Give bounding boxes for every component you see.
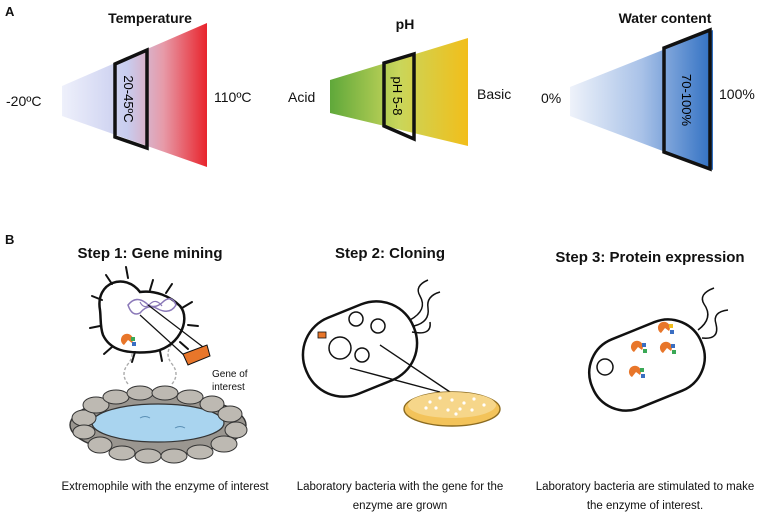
water-gradient — [570, 30, 713, 170]
temperature-range-box — [113, 47, 149, 151]
temperature-gradient — [62, 23, 207, 167]
petri-dish — [403, 391, 501, 427]
ph-acid-label: Acid — [288, 89, 316, 105]
lab-bacteria-expressing — [588, 287, 729, 412]
lab-bacteria-large — [301, 279, 451, 398]
water-range-box — [662, 27, 712, 172]
ph-range-box — [382, 51, 416, 142]
temperature-min-label: -20ºC — [6, 93, 42, 109]
step-2-title: Step 2: Cloning — [335, 245, 445, 262]
step-1-title: Step 1: Gene mining — [77, 245, 223, 262]
gene-of-interest-label: Gene of interest — [212, 369, 248, 393]
water-range-label: 70-100% — [679, 74, 694, 126]
ph-basic-label: Basic — [477, 86, 512, 102]
panel-b-label: B — [5, 232, 15, 247]
temperature-title: Temperature — [108, 10, 192, 26]
temperature-max-label: 110ºC — [214, 89, 252, 105]
step-3-title: Step 3: Protein expression — [555, 249, 745, 266]
step-1-caption: Extremophile with the enzyme of interest — [61, 481, 269, 493]
step-2-caption: Laboratory bacteria with the gene for th… — [296, 481, 504, 512]
panel-a-label: A — [5, 4, 15, 19]
water-content-title: Water content — [618, 10, 712, 26]
step-3-caption: Laboratory bacteria are stimulated to ma… — [535, 481, 755, 512]
ph-range-label: pH 5-8 — [390, 76, 405, 115]
water-max-label: 100% — [719, 86, 755, 102]
ph-title: pH — [395, 16, 415, 32]
temperature-range-label: 20-45ºC — [121, 75, 136, 122]
pond-illustration — [69, 343, 248, 464]
water-min-label: 0% — [541, 90, 562, 106]
ph-gradient — [330, 38, 468, 146]
extremophile-cell — [89, 266, 211, 366]
